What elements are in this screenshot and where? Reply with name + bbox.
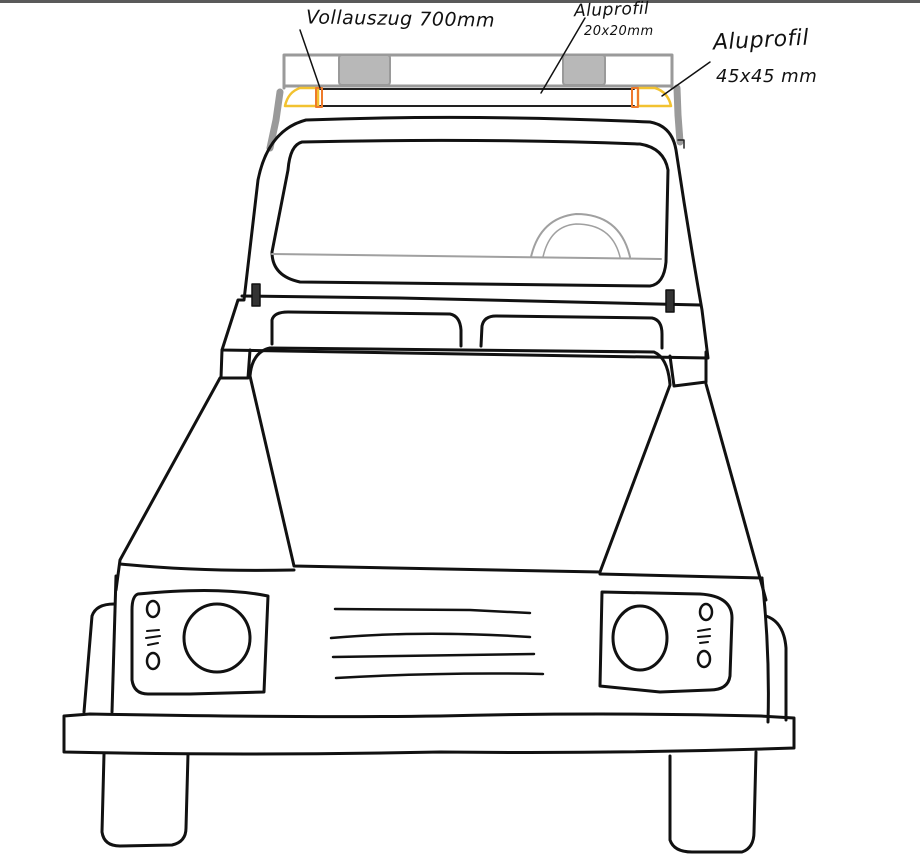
grille-bar-1 xyxy=(333,607,532,615)
grille-bar-3 xyxy=(331,652,536,659)
fender-right-base xyxy=(598,572,764,580)
fender-right xyxy=(668,350,708,388)
fender-left-base xyxy=(118,562,296,572)
front-fascia xyxy=(82,574,788,724)
arch-left xyxy=(82,602,116,714)
tires xyxy=(100,750,758,854)
slide-right xyxy=(631,87,639,108)
grille xyxy=(329,607,545,680)
dashboard-line xyxy=(271,253,662,260)
cab-outline xyxy=(220,115,710,360)
fascia-outline-right xyxy=(760,576,770,724)
tire-right xyxy=(668,750,758,854)
fascia-outline xyxy=(110,574,118,714)
headlight-panel-right xyxy=(598,590,734,694)
headlight-panel-left xyxy=(130,588,270,696)
grille-bar-2 xyxy=(329,632,532,640)
indicator-bottom-right xyxy=(696,649,712,669)
rack-frame xyxy=(282,53,674,90)
fender-left-slope xyxy=(114,376,222,592)
headlight-right xyxy=(611,604,669,672)
roof-rack xyxy=(266,53,685,152)
annotation-aluprofil-20-size: 20x20mm xyxy=(584,24,654,39)
rack-leg-left xyxy=(266,88,284,152)
rack-leg-right xyxy=(673,84,684,146)
hood xyxy=(248,346,672,574)
headlight-left xyxy=(182,602,252,674)
indicator-top-left xyxy=(145,599,161,619)
indicator-bottom-left xyxy=(145,651,161,671)
leader-lines xyxy=(299,17,711,97)
cab xyxy=(220,115,710,360)
cowl-vent-left xyxy=(270,310,463,348)
leader-alu20 xyxy=(540,17,586,94)
annotation-aluprofil-20-title: Aluprofil xyxy=(573,0,650,22)
rack-block-right xyxy=(562,54,606,86)
rack-leg-right-foot xyxy=(677,139,685,149)
leader-alu45 xyxy=(661,61,711,97)
leader-vollauszug xyxy=(299,29,321,89)
cowl-vent-right xyxy=(479,314,664,350)
grille-bar-4 xyxy=(334,672,545,680)
annotation-vollauszug: Vollauszug 700mm xyxy=(305,6,496,32)
tire-left xyxy=(100,752,190,848)
bumper xyxy=(62,712,796,756)
hinge-left xyxy=(251,283,261,307)
steering-wheel xyxy=(530,213,631,258)
rack-block-left xyxy=(338,54,391,86)
end-cap-right xyxy=(636,86,673,108)
cowl-line xyxy=(240,294,702,307)
arch-right xyxy=(764,614,788,722)
fender-left xyxy=(219,348,252,380)
annotation-aluprofil-45-size: 45x45 mm xyxy=(716,66,818,87)
indicator-lines-right xyxy=(697,628,711,644)
indicator-top-right xyxy=(698,602,714,622)
front-body xyxy=(114,346,768,602)
top-border xyxy=(0,0,920,3)
hinge-right xyxy=(665,289,675,313)
fender-right-slope xyxy=(704,382,768,602)
indicator-lines-left xyxy=(145,629,161,646)
annotation-aluprofil-45-title: Aluprofil xyxy=(712,25,810,56)
windshield xyxy=(270,138,670,288)
end-cap-left xyxy=(283,86,320,108)
steering-wheel-inner xyxy=(542,223,621,258)
slide-left xyxy=(315,87,323,108)
